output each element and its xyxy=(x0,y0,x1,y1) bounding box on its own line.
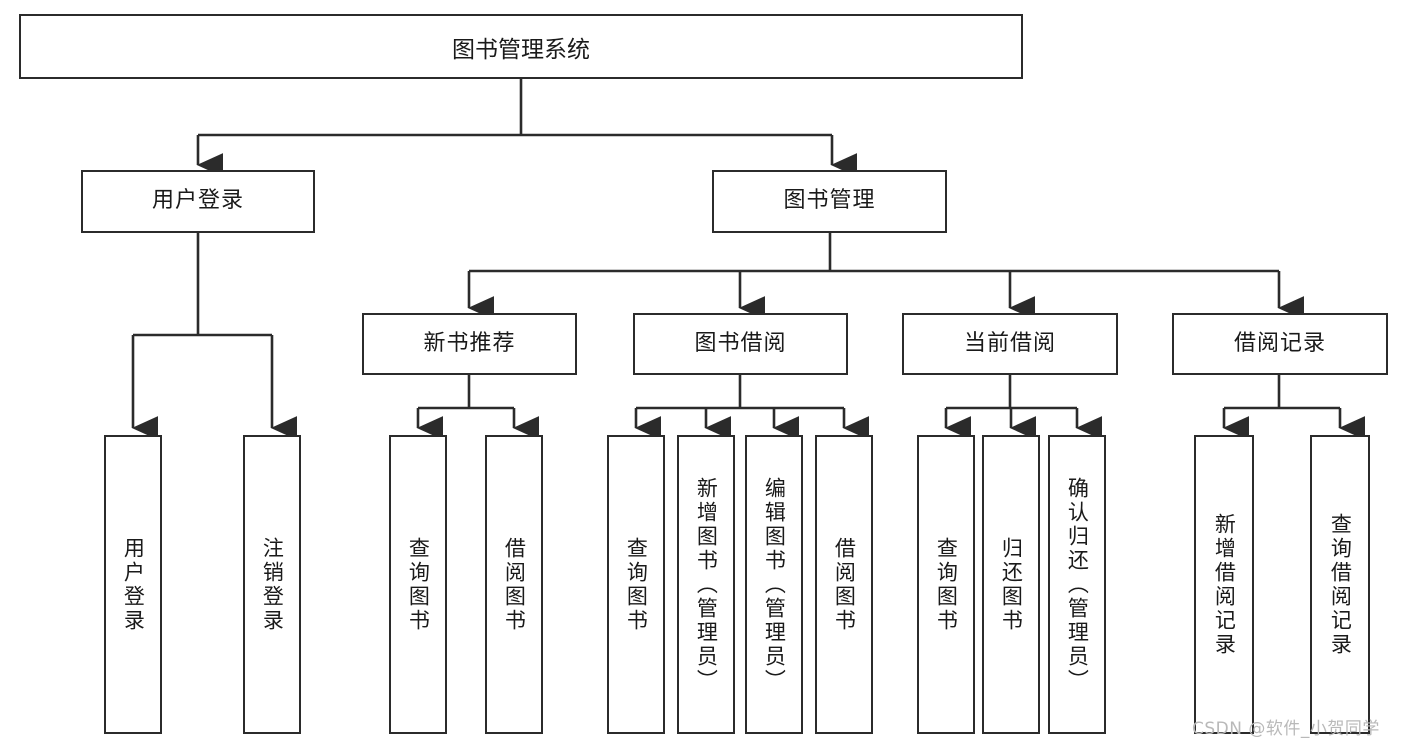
leaf-current-confirm-return-admin[interactable]: 确认归还（管理员） xyxy=(1048,435,1106,734)
leaf-current-query-book[interactable]: 查询图书 xyxy=(917,435,975,734)
leaf-user-login-login[interactable]: 用户登录 xyxy=(104,435,162,734)
node-label: 图书管理 xyxy=(783,188,876,214)
node-label: 确认归还（管理员） xyxy=(1065,476,1090,693)
node-label: 图书管理系统 xyxy=(452,36,590,63)
node-label: 图书借阅 xyxy=(694,330,787,356)
node-new-book-recommend[interactable]: 新书推荐 xyxy=(362,313,577,375)
node-label: 查询图书 xyxy=(624,536,649,633)
leaf-recommend-borrow-book[interactable]: 借阅图书 xyxy=(485,435,543,734)
node-label: 借阅图书 xyxy=(502,536,527,633)
node-user-login[interactable]: 用户登录 xyxy=(81,170,315,233)
node-label: 查询借阅记录 xyxy=(1328,512,1353,657)
leaf-borrow-query-book[interactable]: 查询图书 xyxy=(607,435,665,734)
node-label: 用户登录 xyxy=(121,536,146,633)
node-label: 新增图书（管理员） xyxy=(694,476,719,693)
leaf-record-add-record[interactable]: 新增借阅记录 xyxy=(1194,435,1254,734)
node-label: 查询图书 xyxy=(406,536,431,633)
node-label: 借阅图书 xyxy=(832,536,857,633)
node-label: 查询图书 xyxy=(934,536,959,633)
leaf-user-login-logout[interactable]: 注销登录 xyxy=(243,435,301,734)
node-label: 新书推荐 xyxy=(423,330,516,356)
leaf-borrow-edit-book-admin[interactable]: 编辑图书（管理员） xyxy=(745,435,803,734)
csdn-watermark: CSDN @软件_小贺同学 xyxy=(1192,719,1380,739)
node-label: 当前借阅 xyxy=(963,330,1056,356)
node-label: 注销登录 xyxy=(260,536,285,633)
leaf-current-return-book[interactable]: 归还图书 xyxy=(982,435,1040,734)
node-current-borrow[interactable]: 当前借阅 xyxy=(902,313,1118,375)
node-book-borrow[interactable]: 图书借阅 xyxy=(633,313,848,375)
leaf-borrow-borrow-book[interactable]: 借阅图书 xyxy=(815,435,873,734)
node-borrow-record[interactable]: 借阅记录 xyxy=(1172,313,1388,375)
node-label: 用户登录 xyxy=(151,188,244,214)
leaf-borrow-add-book-admin[interactable]: 新增图书（管理员） xyxy=(677,435,735,734)
node-label: 归还图书 xyxy=(999,536,1024,633)
node-label: 新增借阅记录 xyxy=(1212,512,1237,657)
node-book-management[interactable]: 图书管理 xyxy=(712,170,947,233)
node-root-system[interactable]: 图书管理系统 xyxy=(19,14,1023,79)
leaf-recommend-query-book[interactable]: 查询图书 xyxy=(389,435,447,734)
leaf-record-query-record[interactable]: 查询借阅记录 xyxy=(1310,435,1370,734)
node-label: 编辑图书（管理员） xyxy=(762,476,787,693)
node-label: 借阅记录 xyxy=(1233,330,1326,356)
